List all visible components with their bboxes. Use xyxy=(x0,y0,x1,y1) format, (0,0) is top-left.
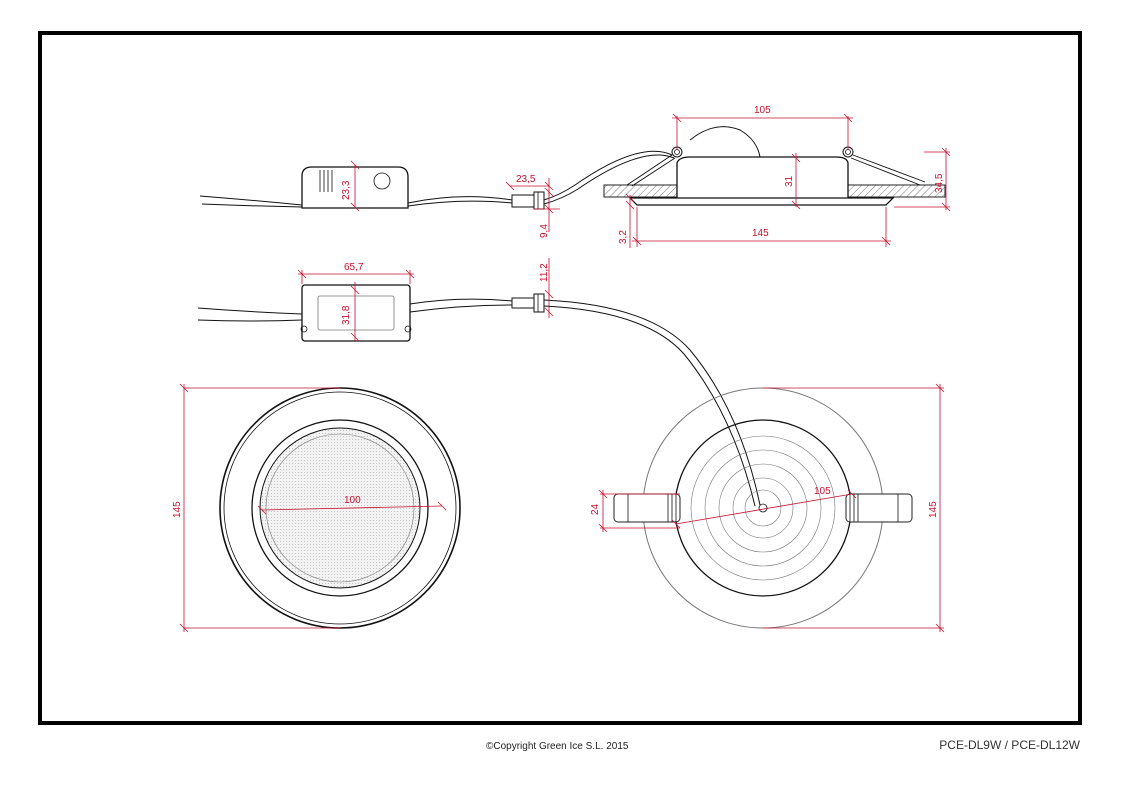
dim-connector-top-width: 11,2 xyxy=(539,263,550,282)
ceiling-left xyxy=(603,184,678,198)
downlight-side-dimensions: 105 31 34,5 145 3,2 xyxy=(618,105,951,248)
copyright-text: ©Copyright Green Ice S.L. 2015 xyxy=(486,741,629,752)
dim-front-diameter: 145 xyxy=(172,501,183,518)
dim-back-diameter: 145 xyxy=(928,501,939,518)
dim-cutout-diameter: 105 xyxy=(814,486,831,497)
driver-side-view xyxy=(199,150,675,210)
back-dimensions: 145 105 24 xyxy=(590,383,945,633)
dim-height-31: 31 xyxy=(784,175,795,187)
dim-driver-side-height: 23,3 xyxy=(341,180,352,200)
dim-ring-thickness: 3,2 xyxy=(618,230,629,244)
dim-lens-diameter: 100 xyxy=(344,495,361,506)
spring-clip-left xyxy=(613,493,681,523)
driver-top-dimensions: 65,7 31,8 11,2 xyxy=(297,258,554,342)
downlight-back-view xyxy=(613,387,913,629)
driver-top-view xyxy=(197,284,761,507)
dim-connector-height: 9,4 xyxy=(539,224,550,238)
dim-connector-length: 23,5 xyxy=(516,174,536,185)
dim-driver-top-width: 31,8 xyxy=(341,305,352,325)
dim-bottom-width: 145 xyxy=(752,228,769,239)
spring-clip-right xyxy=(845,493,913,523)
downlight-side-view xyxy=(603,126,946,206)
dim-height-total: 34,5 xyxy=(934,173,945,193)
driver-side-dimensions: 23,3 23,5 9,4 xyxy=(341,160,560,238)
dim-clip-height: 24 xyxy=(590,503,601,515)
front-dimensions: 145 100 xyxy=(172,383,447,633)
ceiling-right xyxy=(847,184,946,198)
model-number: PCE-DL9W / PCE-DL12W xyxy=(939,738,1080,752)
dim-driver-top-length: 65,7 xyxy=(344,262,364,273)
drawing-frame xyxy=(38,31,1082,725)
dim-top-width: 105 xyxy=(754,105,771,116)
